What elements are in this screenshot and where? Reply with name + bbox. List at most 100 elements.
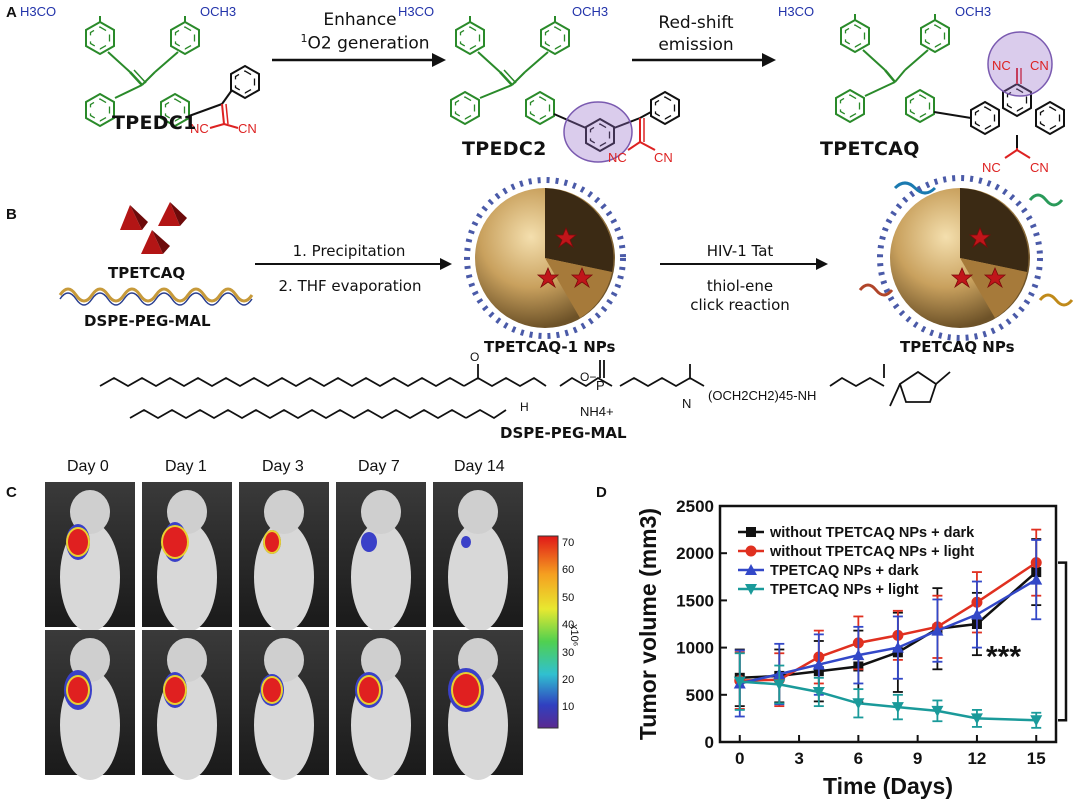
tpetcaq-nc-top: NC	[992, 58, 1011, 73]
dye-pyramids	[120, 202, 187, 254]
day-label-7: Day 7	[358, 458, 400, 475]
panel-b-schematic	[58, 175, 1074, 420]
signal-core	[68, 529, 88, 555]
signal-core	[163, 527, 187, 557]
step-b2-line1: HIV-1 Tat	[706, 242, 774, 260]
x-tick-label: 6	[854, 749, 863, 768]
data-point	[1030, 573, 1043, 585]
data-point	[852, 649, 865, 661]
structure-peg: (OCH2CH2)45-NH	[708, 388, 817, 403]
significance-stars: ***	[986, 640, 1021, 673]
step1-text: O2 generation	[307, 33, 430, 54]
legend-label: without TPETCAQ NPs + light	[769, 544, 974, 560]
tpetcaq-h3co: H3CO	[778, 4, 814, 19]
mouse-head	[264, 490, 304, 534]
series	[733, 652, 1043, 729]
series-line	[739, 578, 1037, 685]
step-b1-line1: 1. Precipitation	[292, 242, 406, 260]
colorbar-tick: 30	[562, 646, 575, 659]
day-label-1: Day 1	[165, 458, 207, 475]
data-point	[733, 676, 746, 688]
tpedc2-highlight	[563, 101, 633, 163]
x-tick-label: 0	[735, 749, 744, 768]
signal-core	[453, 674, 479, 706]
tpedc1-nc: NC	[190, 121, 209, 136]
compound-name-tpedc2: TPEDC2	[462, 138, 547, 160]
dye-label: TPETCAQ	[108, 264, 186, 282]
structure-h: H	[520, 400, 529, 414]
mouse-body	[254, 522, 314, 632]
step-b2-line2: thiol-ene	[706, 277, 774, 295]
nanoparticle-tpetcaq	[858, 175, 1074, 341]
tpetcaq-och3: OCH3	[955, 4, 991, 19]
step2-label: Red-shift emission	[658, 13, 734, 55]
compound-name-tpedc1: TPEDC1	[112, 112, 197, 134]
mouse-image-tile	[239, 630, 329, 780]
x-tick-label: 15	[1027, 749, 1046, 768]
mouse-head	[167, 638, 207, 682]
colorbar-tick: 60	[562, 564, 575, 577]
tpetcaq-highlight	[987, 31, 1053, 97]
mouse-image-tile	[433, 630, 523, 780]
data-point	[852, 698, 865, 710]
data-point	[891, 641, 904, 653]
signal-core	[263, 678, 281, 702]
series-line	[739, 680, 1037, 722]
data-point	[773, 679, 786, 691]
arrow-step1-head	[432, 53, 446, 67]
colorbar-tick: 40	[562, 619, 575, 632]
molecule-tpedc2	[450, 16, 680, 163]
structure-p: P	[596, 378, 605, 393]
step1-sup: 1	[300, 32, 308, 45]
data-point	[931, 624, 944, 636]
day-label-0: Day 0	[67, 458, 109, 475]
colorbar-ticks: 70 60 50 40 30 20 10	[562, 530, 574, 722]
y-tick-label: 500	[686, 686, 714, 705]
tpedc2-h3co: H3CO	[398, 4, 434, 19]
imaging-grid	[45, 482, 523, 780]
structure-label: DSPE-PEG-MAL	[500, 424, 627, 442]
mouse-head	[264, 638, 304, 682]
mouse-head	[361, 490, 401, 534]
tpedc2-och3: OCH3	[572, 4, 608, 19]
signal-outer	[461, 536, 471, 548]
colorbar-unit: x10⁶	[568, 624, 580, 647]
panel-label-a: A	[6, 4, 17, 21]
structure-o: O	[470, 350, 480, 364]
signal-core	[68, 677, 88, 703]
mouse-image-tile	[336, 630, 426, 780]
colorbar-tick: 20	[562, 674, 575, 687]
mouse-body	[351, 522, 411, 632]
data-point	[970, 608, 983, 620]
y-tick-label: 2500	[676, 497, 714, 516]
signal-core	[359, 677, 379, 703]
panel-a-structures: H3CO OCH3 NC CN H3CO OCH3 NC CN	[20, 4, 1065, 175]
colorbar	[537, 535, 559, 729]
colorbar-tick: 10	[562, 701, 575, 714]
data-point	[812, 658, 825, 670]
mouse-image-tile	[45, 630, 135, 780]
arrow-b2-head	[816, 258, 828, 270]
data-point	[931, 705, 944, 717]
structure-o-minus: O−	[580, 370, 597, 384]
arrow-b1-head	[440, 258, 452, 270]
plot-frame	[718, 504, 1058, 744]
np2-label: TPETCAQ NPs	[900, 338, 1015, 356]
np1-label: TPETCAQ-1 NPs	[484, 338, 616, 356]
molecule-tpetcaq	[835, 14, 1065, 159]
x-axis-label: Time (Days)	[823, 773, 953, 799]
mouse-image-tile	[142, 482, 232, 632]
mouse-head	[70, 490, 110, 534]
tpedc2-cn: CN	[654, 150, 673, 165]
legend-label: without TPETCAQ NPs + dark	[769, 525, 975, 541]
step1-label-line1: Enhance	[323, 10, 397, 30]
signal-outer	[361, 532, 377, 552]
structure-n: N	[682, 396, 692, 411]
arrow-step2-head	[762, 53, 776, 67]
legend-label: TPETCAQ NPs + light	[770, 582, 919, 598]
mouse-image-tile	[433, 482, 523, 632]
tpedc2-nc: NC	[608, 150, 627, 165]
day-label-14: Day 14	[454, 458, 505, 475]
y-tick-label: 1000	[676, 639, 714, 658]
